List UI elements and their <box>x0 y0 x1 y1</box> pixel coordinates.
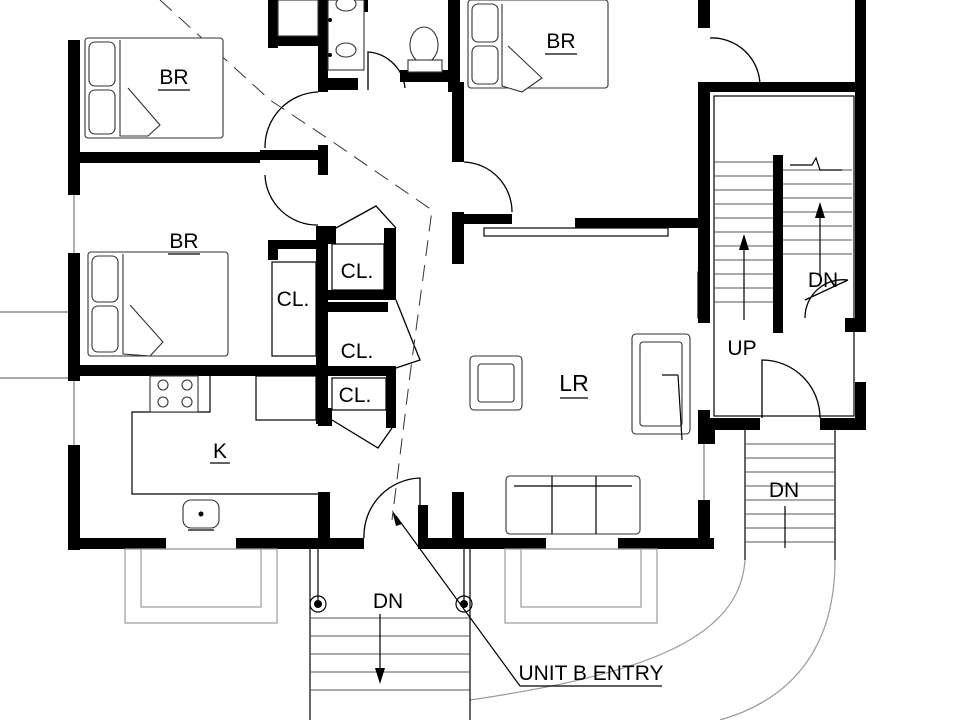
door-swings <box>264 37 849 539</box>
stair-labels: UP DN DN DN <box>373 269 838 613</box>
label-stair-up: UP <box>727 337 756 360</box>
planters <box>124 548 658 624</box>
label-kitchen: K <box>213 440 227 463</box>
label-stair-down-side: DN <box>769 479 799 502</box>
entry-callout <box>392 510 662 687</box>
closet-interiors <box>271 243 387 411</box>
label-stair-down-front: DN <box>373 590 403 613</box>
label-closet-2: CL. <box>277 288 310 311</box>
label-unit-entry: UNIT B ENTRY <box>518 662 663 685</box>
bed-top-left <box>84 37 224 139</box>
room-labels: BR BR BR LR K CL. CL. CL. CL. <box>158 30 589 464</box>
bath-fixtures <box>277 0 443 73</box>
label-closet-4: CL. <box>339 384 372 407</box>
label-br-mid-left: BR <box>169 230 198 253</box>
exterior-walls <box>68 0 866 550</box>
dashed-overhead-line <box>159 0 433 521</box>
interior-stairs <box>713 95 855 417</box>
label-br-top-right: BR <box>546 30 575 53</box>
side-stairs <box>469 430 836 720</box>
windows <box>0 195 709 500</box>
interior-walls <box>80 0 703 549</box>
living-furniture <box>469 333 691 535</box>
bed-top-right <box>467 0 609 93</box>
label-br-top-left: BR <box>159 66 188 89</box>
label-closet-3: CL. <box>341 340 374 363</box>
bed-mid-left <box>87 251 229 357</box>
label-closet-1: CL. <box>341 260 374 283</box>
label-living-room: LR <box>559 370 588 396</box>
front-stairs <box>309 549 473 720</box>
kitchen-fixtures <box>131 375 318 531</box>
label-stair-down-interior: DN <box>808 269 838 292</box>
